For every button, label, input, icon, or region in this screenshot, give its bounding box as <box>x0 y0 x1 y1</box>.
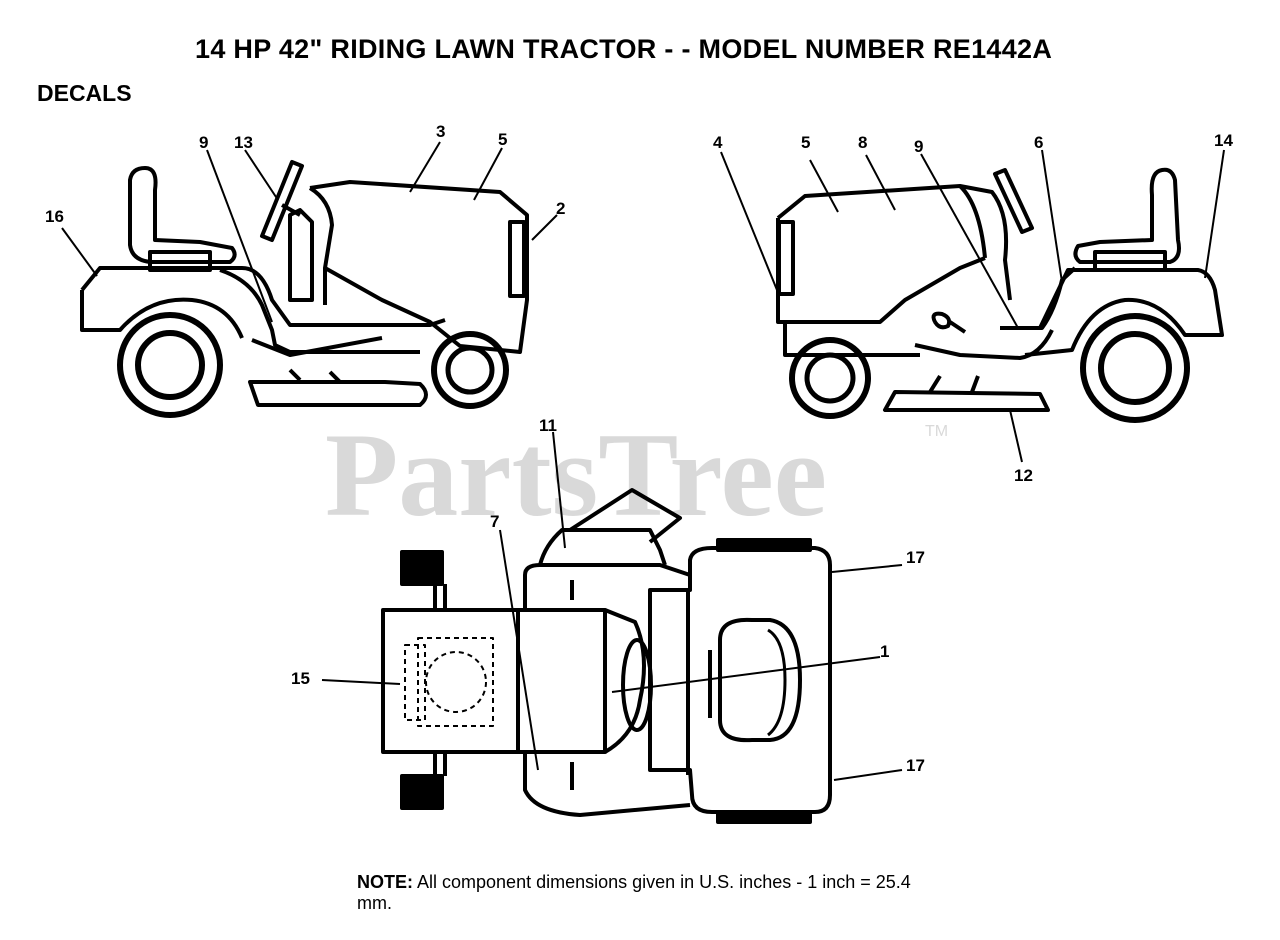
lift-lever <box>931 311 967 334</box>
callout-9-left: 9 <box>199 133 208 152</box>
tractor-right-side-view <box>776 167 1224 423</box>
steering-wheel <box>260 160 304 242</box>
callout-11: 11 <box>539 416 557 435</box>
discharge-chute-top <box>538 528 667 566</box>
callout-17-bottom: 17 <box>906 756 925 775</box>
rear-wheel-tire <box>117 312 223 418</box>
callout-7: 7 <box>490 512 499 531</box>
rear-tire-top <box>400 550 444 586</box>
watermark-text: PartsTree <box>325 408 827 541</box>
top-view-leaders <box>321 431 903 781</box>
note-text: All component dimensions given in U.S. i… <box>357 872 911 913</box>
rear-fender <box>80 266 446 327</box>
callout-2: 2 <box>556 199 565 218</box>
note-label: NOTE: <box>357 872 413 892</box>
hood-scoop-inner <box>767 628 787 737</box>
rear-wheel-tire-right <box>1080 313 1190 423</box>
seat-pan-dashed <box>417 637 494 727</box>
tractor-top-view <box>381 488 832 824</box>
watermark: PartsTree TM <box>325 408 948 541</box>
rear-fender-right <box>1024 268 1224 357</box>
hood-right <box>776 184 1012 301</box>
callout-8: 8 <box>858 133 867 152</box>
hood-top <box>648 546 832 814</box>
left-view-leaders <box>61 141 558 323</box>
hood-right-lower <box>776 218 986 324</box>
hood <box>309 180 529 354</box>
mower-deck-right <box>883 390 1050 412</box>
front-tire-bottom <box>716 810 812 824</box>
right-view-callouts: 4 5 8 9 6 14 12 <box>713 131 1233 485</box>
side-pan-top <box>523 563 691 817</box>
callout-13: 13 <box>234 133 253 152</box>
callout-16: 16 <box>45 207 64 226</box>
right-view-leaders <box>720 149 1225 463</box>
rear-wheel-hub <box>135 330 205 400</box>
seat-circle-dashed <box>425 651 487 713</box>
dash-top <box>603 608 646 754</box>
callout-17-top: 17 <box>906 548 925 567</box>
callout-4: 4 <box>713 133 723 152</box>
mid-body-top <box>518 608 607 754</box>
hood-scoop <box>718 617 802 743</box>
steering-column <box>281 203 301 217</box>
callout-6: 6 <box>1034 133 1043 152</box>
grille-decal <box>508 220 526 298</box>
seat <box>128 166 237 264</box>
tractor-left-side-view <box>80 160 529 418</box>
rear-wheel-hub-right <box>1098 331 1172 405</box>
front-wheel-hub <box>445 345 495 395</box>
frame-rail <box>219 268 420 354</box>
callout-12: 12 <box>1014 466 1033 485</box>
callout-9-right: 9 <box>914 137 923 156</box>
steering-wheel-right <box>993 168 1034 234</box>
hood-seam-right <box>958 184 987 259</box>
deck-hanger-right <box>928 374 980 394</box>
chute-flap <box>568 488 682 544</box>
frame-step <box>251 336 383 357</box>
rear-fender-bottom <box>80 290 244 339</box>
callout-3: 3 <box>436 122 445 141</box>
top-view-callouts: 11 7 17 1 15 17 <box>291 416 925 775</box>
seat-right <box>1073 167 1181 264</box>
rear-body-top <box>381 608 520 754</box>
dimension-note: NOTE: All component dimensions given in … <box>357 872 947 914</box>
seat-outline-dashed <box>404 644 426 721</box>
callout-1: 1 <box>880 642 889 661</box>
callout-5-right: 5 <box>801 133 810 152</box>
hood-seam <box>308 186 334 305</box>
front-tire-top <box>716 538 812 552</box>
page-title: 14 HP 42" RIDING LAWN TRACTOR - - MODEL … <box>195 34 1053 64</box>
left-view-callouts: 16 9 13 3 5 2 <box>45 122 565 226</box>
grille-decal-right <box>777 220 795 296</box>
front-wheel-tire-right <box>789 337 871 419</box>
rear-tire-bottom <box>400 774 444 810</box>
callout-14: 14 <box>1214 131 1233 150</box>
front-wheel-tire <box>431 331 509 409</box>
callout-15: 15 <box>291 669 310 688</box>
dash-panel <box>288 208 314 302</box>
mower-deck <box>248 380 428 407</box>
callout-5-left: 5 <box>498 130 507 149</box>
watermark-trademark: TM <box>925 423 948 440</box>
deck-hanger <box>288 368 342 384</box>
front-wheel-hub-right <box>804 352 856 404</box>
section-label: DECALS <box>37 80 132 106</box>
